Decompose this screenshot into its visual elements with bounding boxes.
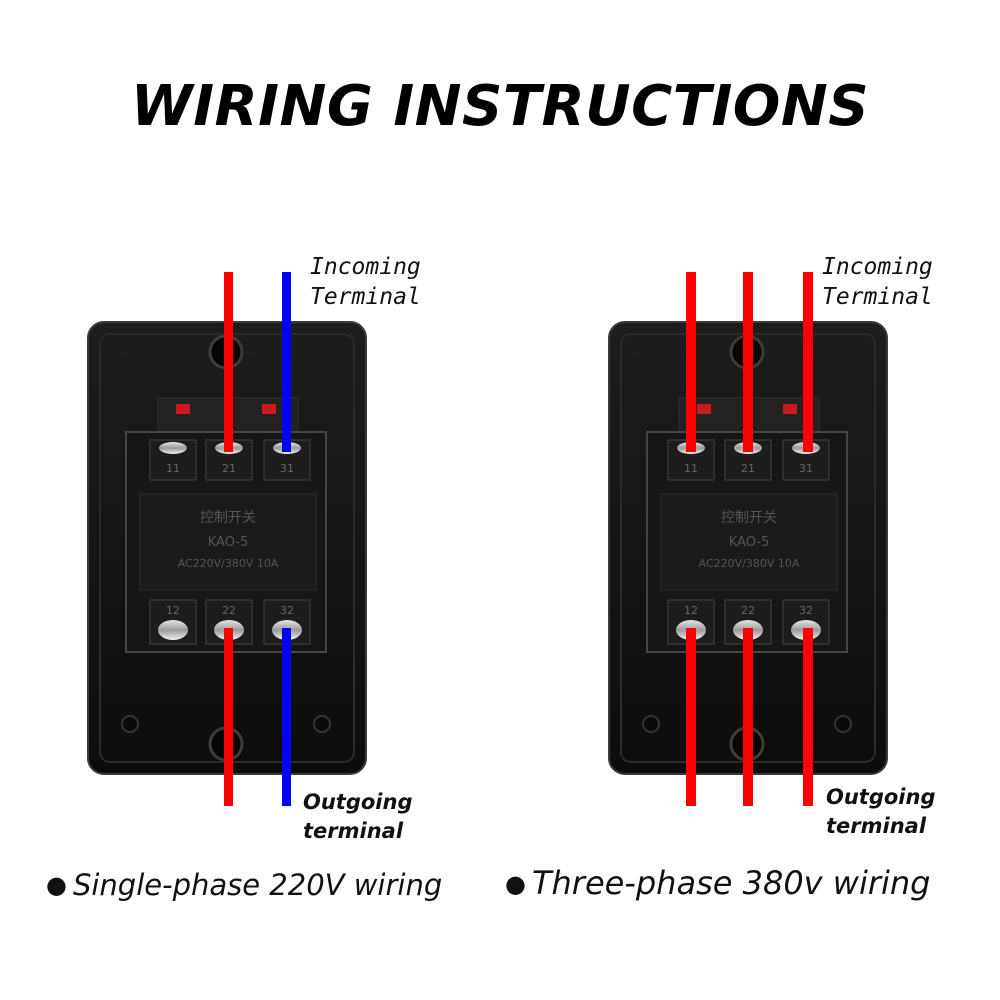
wire-red-outgoing-1 [686, 628, 696, 806]
switch-brand-text: 控制开关 [721, 510, 777, 526]
terminal-label: 32 [280, 604, 294, 617]
page-title: WIRING INSTRUCTIONS [130, 74, 870, 139]
terminal-label: 31 [280, 462, 294, 475]
terminal-label: 21 [741, 462, 755, 475]
wire-blue-outgoing [282, 628, 291, 806]
caption-three-phase: ●Three-phase 380v wiring [505, 864, 931, 902]
switch-brand-text: 控制开关 [200, 510, 256, 526]
switch-model: KAO-5 [729, 535, 770, 550]
terminal-label: 21 [222, 462, 236, 475]
switch-rating: AC220V/380V 10A [178, 557, 279, 570]
incoming-terminal-label-right: Incoming Terminal [822, 254, 933, 310]
caption-single-phase: ●Single-phase 220V wiring [46, 868, 443, 902]
switch-model: KAO-5 [208, 535, 249, 550]
wire-red-incoming-3 [803, 272, 813, 452]
terminal-label: 22 [222, 604, 236, 617]
terminal-label: 31 [799, 462, 813, 475]
wire-red-incoming [224, 272, 233, 452]
terminal-label: 32 [799, 604, 813, 617]
bullet-icon: ● [46, 871, 67, 899]
wire-red-incoming-2 [743, 272, 753, 452]
wire-red-outgoing [224, 628, 233, 806]
outgoing-terminal-label-right: Outgoing terminal [826, 785, 936, 838]
wire-red-outgoing-3 [803, 628, 813, 806]
incoming-terminal-label-left: Incoming Terminal [310, 254, 421, 310]
terminal-label: 11 [166, 462, 180, 475]
outgoing-terminal-label-left: Outgoing terminal [303, 790, 413, 843]
top-terminals: 11 21 31 [667, 439, 830, 481]
wire-red-outgoing-2 [743, 628, 753, 806]
terminal-label: 12 [166, 604, 180, 617]
switch-right: 控制开关 KAO-5 AC220V/380V 10A 11 21 31 12 2… [608, 272, 888, 806]
terminal-label: 11 [684, 462, 698, 475]
terminal-label: 12 [684, 604, 698, 617]
switch-left: 控制开关 KAO-5 AC220V/380V 10A 11 21 31 12 2… [87, 272, 367, 806]
bullet-icon: ● [505, 870, 526, 898]
wire-red-incoming-1 [686, 272, 696, 452]
wire-blue-incoming [282, 272, 291, 452]
switch-rating: AC220V/380V 10A [699, 557, 800, 570]
terminal-label: 22 [741, 604, 755, 617]
